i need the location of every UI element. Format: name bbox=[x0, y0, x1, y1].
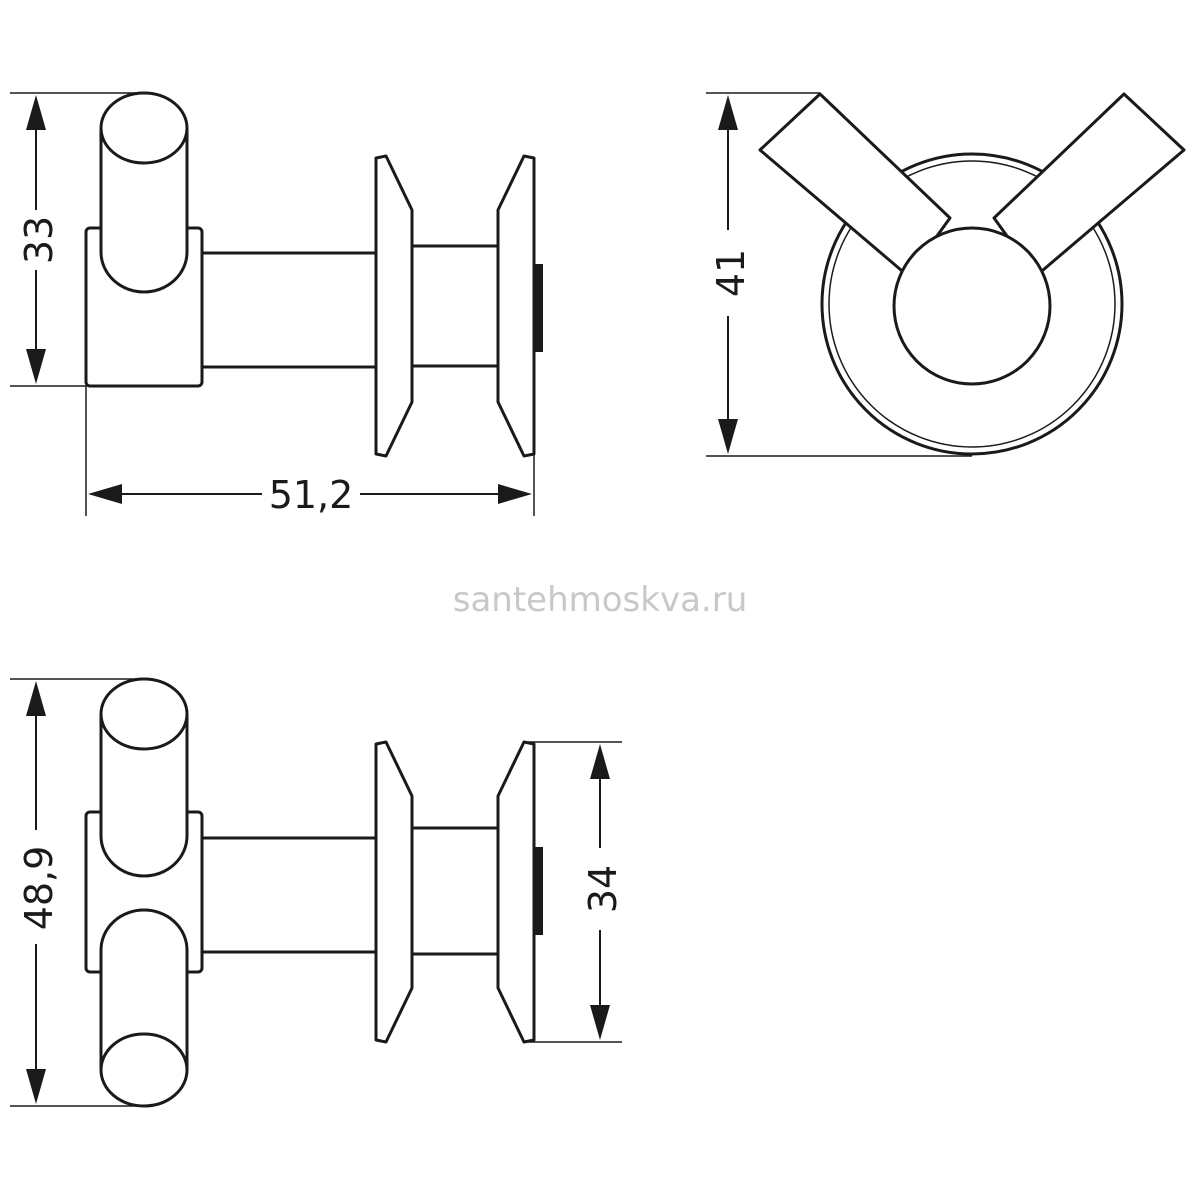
front-view-left-arm bbox=[758, 92, 952, 278]
double-view-wall-plate-edge bbox=[535, 847, 543, 935]
front-view-base-inner bbox=[828, 160, 1116, 448]
front-view-right-arm bbox=[992, 92, 1186, 278]
side-view-hook-cylinder bbox=[99, 126, 189, 294]
double-view-arm bbox=[198, 836, 378, 954]
double-view-wall-plate-front bbox=[496, 740, 536, 1044]
dimension-label-side-height: 33 bbox=[17, 216, 61, 264]
front-view bbox=[758, 92, 1186, 456]
dimension-base-height: 34 bbox=[528, 741, 625, 1043]
dimension-side-height: 33 bbox=[10, 92, 144, 387]
double-view-upper-cap bbox=[99, 677, 189, 751]
double-view-lower-hook bbox=[99, 908, 189, 1072]
side-view-neck bbox=[410, 244, 500, 368]
front-view-hub bbox=[892, 226, 1052, 386]
dimension-label-double-height: 48,9 bbox=[17, 846, 61, 931]
dimension-label-front-height: 41 bbox=[709, 249, 753, 297]
dimension-double-height: 48,9 bbox=[10, 678, 144, 1107]
double-view-neck bbox=[410, 826, 500, 956]
side-view-wall-plate-rear bbox=[374, 154, 414, 458]
side-view-wall-plate-edge bbox=[535, 264, 543, 352]
double-view-upper-hook bbox=[99, 712, 189, 878]
dimension-front-height: 41 bbox=[706, 92, 972, 457]
side-view bbox=[84, 91, 543, 458]
side-view-arm bbox=[198, 251, 378, 369]
double-view bbox=[84, 677, 543, 1108]
dimension-label-depth: 51,2 bbox=[269, 473, 354, 517]
side-view-wall-plate-front bbox=[496, 154, 536, 458]
dimension-label-base-height: 34 bbox=[581, 865, 625, 913]
side-view-hook-cap bbox=[99, 91, 189, 165]
double-view-wall-plate-rear bbox=[374, 740, 414, 1044]
dimension-depth: 51,2 bbox=[85, 386, 535, 517]
double-view-lower-cap bbox=[99, 1032, 189, 1108]
watermark: santehmoskva.ru bbox=[453, 580, 748, 620]
